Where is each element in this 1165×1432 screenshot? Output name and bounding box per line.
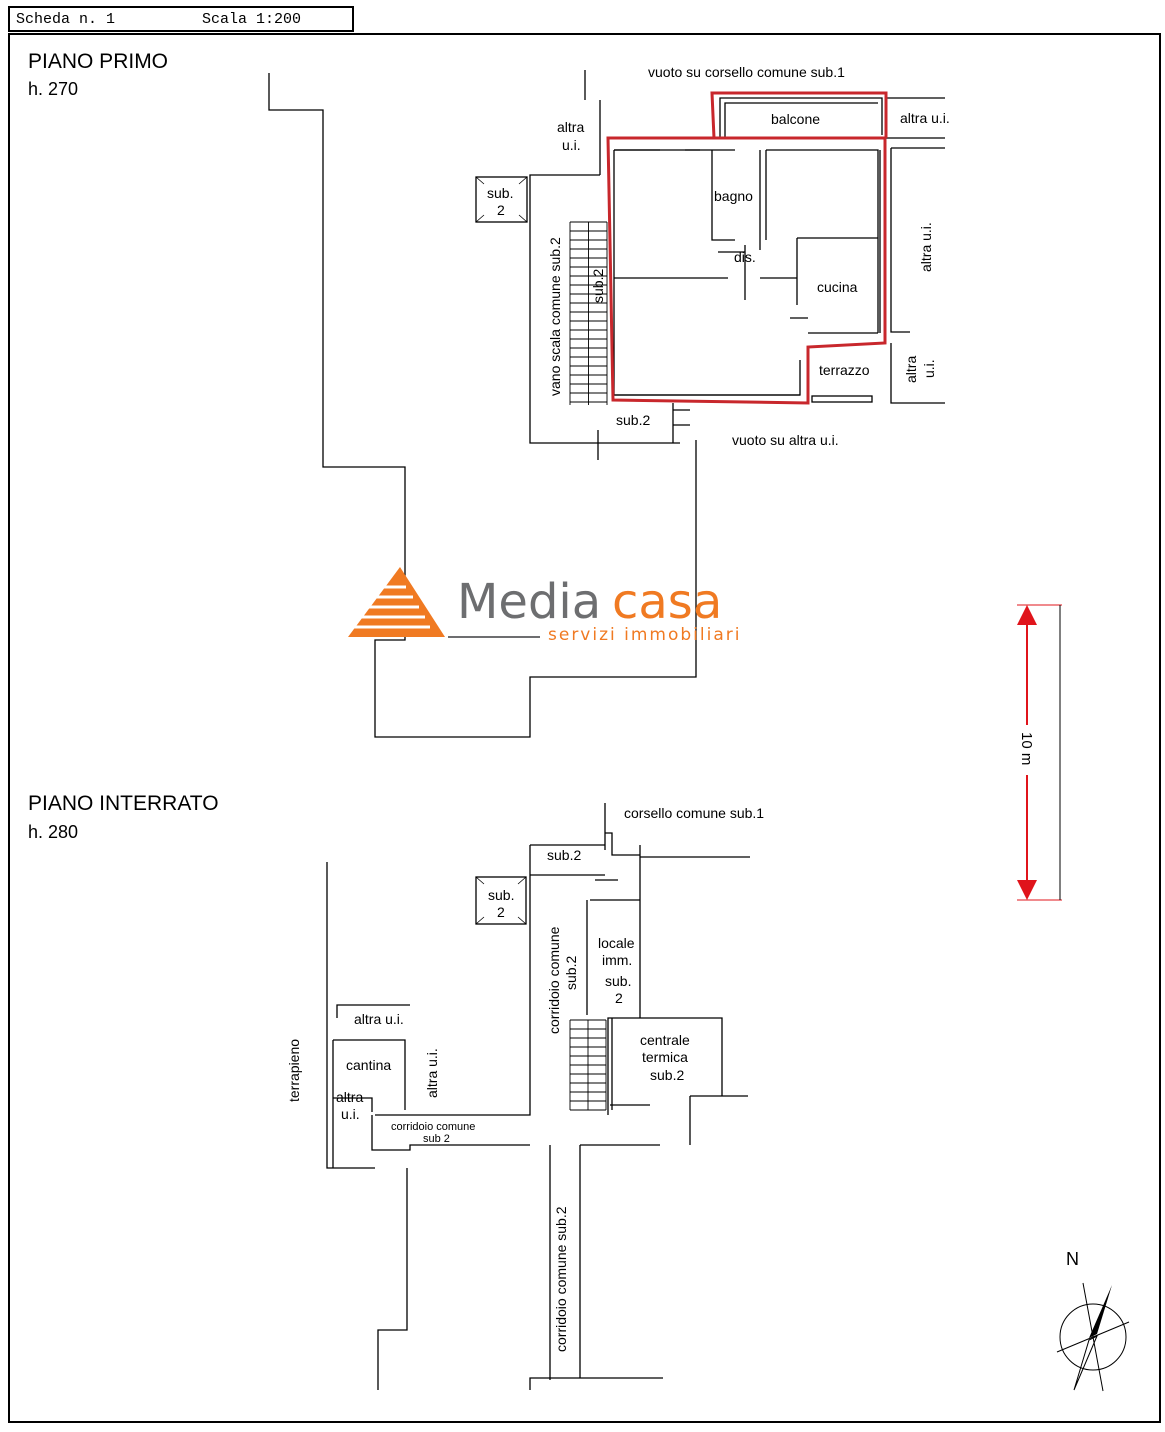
upper-floor-title: PIANO PRIMO: [28, 50, 168, 73]
label-other-unit: u.i.: [562, 137, 581, 153]
label-local: locale: [598, 935, 635, 951]
arrow-up-icon: [1017, 605, 1037, 625]
label-other-unit: altra u.i.: [900, 110, 950, 126]
label-void-bottom: vuoto su altra u.i.: [732, 432, 839, 448]
lower-floor-height: h. 280: [28, 822, 78, 842]
label-other-unit: altra: [336, 1089, 363, 1105]
label-corridor: sub 2: [423, 1133, 450, 1145]
staircase: [569, 221, 608, 405]
lower-floor-plan: corsello comune sub.1 sub.2 sub. 2 corri…: [286, 803, 764, 1390]
label-local: sub.: [605, 973, 631, 989]
label-sub: 2: [497, 904, 505, 920]
lower-floor-title: PIANO INTERRATO: [28, 792, 219, 815]
stair-treads: [569, 221, 608, 405]
balcony-boundary: [710, 91, 888, 139]
sheet-number: Scheda n. 1: [16, 11, 116, 28]
label-local: imm.: [602, 952, 632, 968]
logo-tagline: servizi immobiliari: [548, 625, 741, 645]
shaft-box: [475, 876, 527, 925]
shaft-box: [475, 176, 528, 223]
label-thermal: centrale: [640, 1032, 690, 1048]
label-corridor: sub.2: [563, 956, 579, 990]
scale-bar-label: 10 m: [1018, 732, 1035, 765]
label-hall: dis.: [734, 249, 756, 265]
label-other-unit: altra: [557, 119, 584, 135]
label-other-unit: altra u.i.: [354, 1011, 404, 1027]
stair-treads: [569, 1019, 607, 1111]
upper-floor-plan: vuoto su corsello comune sub.1 balcone a…: [268, 64, 950, 738]
sheet-header: Scheda n. 1 Scala 1:200: [8, 6, 354, 32]
label-other-unit: u.i.: [341, 1106, 360, 1122]
label-other-unit: u.i.: [921, 359, 937, 378]
label-balcony: balcone: [771, 111, 820, 127]
label-thermal: sub.2: [650, 1067, 684, 1083]
sheet-frame: [8, 33, 1161, 1423]
scale-bar: 10 m: [1017, 604, 1062, 901]
label-corridor: corridoio comune: [391, 1121, 475, 1133]
label-other-unit: altra u.i.: [424, 1048, 440, 1098]
label-cellar: cantina: [346, 1057, 391, 1073]
mediacasa-logo: Media casa servizi immobiliari: [348, 567, 741, 645]
label-stairwell: vano scala comune sub.2: [547, 237, 563, 396]
arrow-down-icon: [1017, 880, 1037, 900]
label-kitchen: cucina: [817, 279, 858, 295]
logo-name-casa: casa: [612, 574, 722, 630]
label-earth: terrapieno: [286, 1039, 302, 1102]
label-landing: sub.2: [616, 412, 650, 428]
upper-floor-height: h. 270: [28, 79, 78, 99]
label-terrace: terrazzo: [819, 362, 870, 378]
label-void-top: vuoto su corsello comune sub.1: [648, 64, 845, 80]
compass-rose: N: [1056, 1249, 1130, 1392]
label-sub: sub.: [488, 887, 514, 903]
label-sub: 2: [497, 202, 505, 218]
label-driveway: corsello comune sub.1: [624, 805, 764, 821]
label-stair-sub: sub.2: [590, 269, 606, 303]
label-sub: sub.: [487, 185, 513, 201]
label-corridor: corridoio comune sub.2: [553, 1206, 569, 1352]
label-bathroom: bagno: [714, 188, 753, 204]
label-other-unit: altra: [903, 356, 919, 383]
staircase: [569, 1019, 607, 1111]
label-thermal: termica: [642, 1049, 688, 1065]
label-other-unit: altra u.i.: [918, 222, 934, 272]
sheet-scale: Scala 1:200: [202, 11, 302, 28]
label-local: 2: [615, 990, 623, 1006]
compass-north-label: N: [1066, 1249, 1079, 1269]
logo-name-media: Media: [457, 574, 601, 630]
label-corridor: corridoio comune: [546, 926, 562, 1034]
label-sub: sub.2: [547, 847, 581, 863]
